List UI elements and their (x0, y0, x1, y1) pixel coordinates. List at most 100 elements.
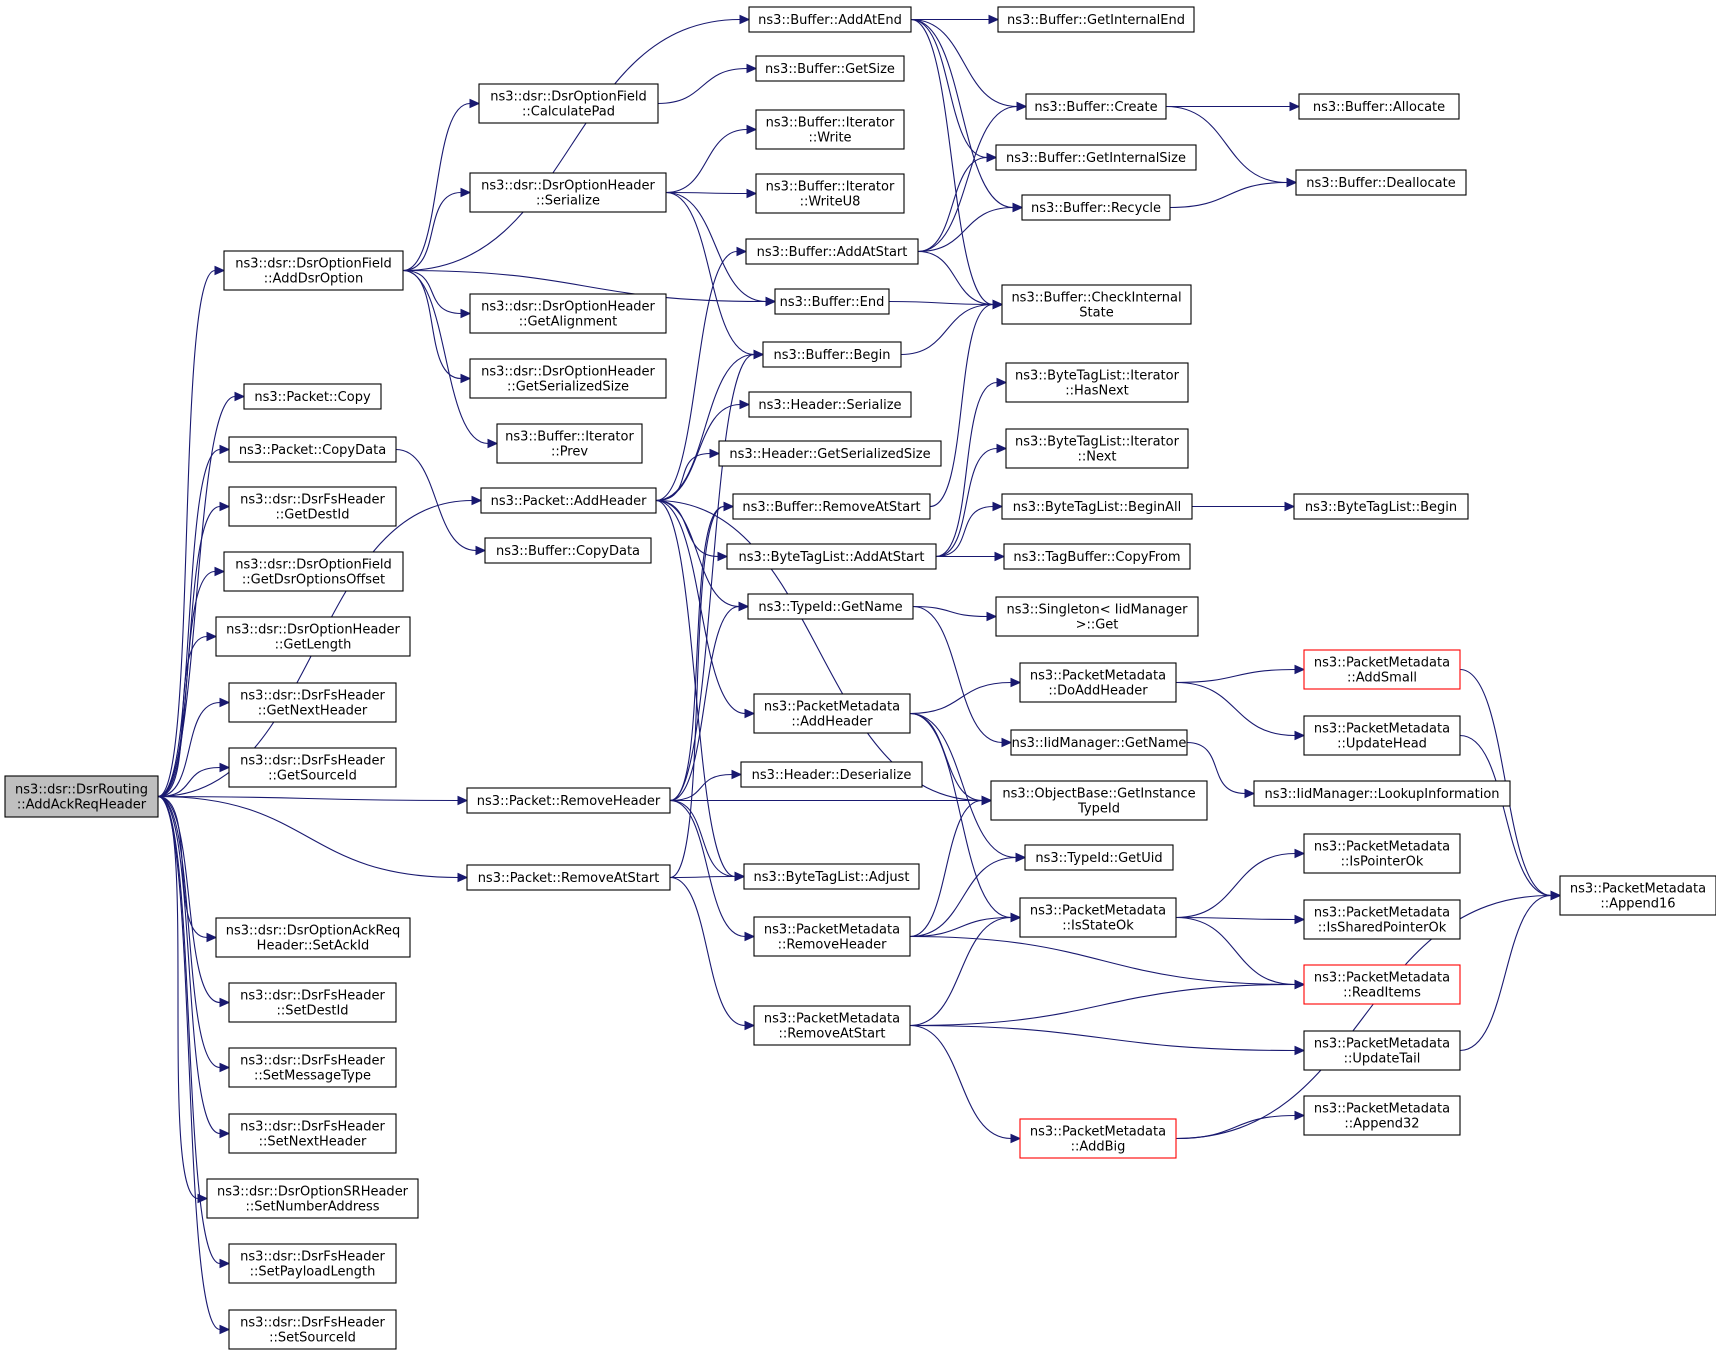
node-label-line: ::WriteU8 (800, 195, 861, 210)
node-pm-update-head[interactable]: ns3::PacketMetadata::UpdateHead (1303, 715, 1461, 756)
node-pm-add-header[interactable]: ns3::PacketMetadata::AddHeader (753, 693, 911, 734)
node-opt-get-serialized-size[interactable]: ns3::dsr::DsrOptionHeader::GetSerialized… (469, 358, 667, 399)
node-pm-is-pointer-ok[interactable]: ns3::PacketMetadata::IsPointerOk (1303, 833, 1461, 874)
edge-pm-do-add-header-to-pm-add-small (1175, 664, 1306, 684)
node-pkt-copy-data[interactable]: ns3::Packet::CopyData (228, 436, 397, 463)
node-pm-append16[interactable]: ns3::PacketMetadata::Append16 (1559, 875, 1716, 916)
edge-arrowhead (744, 1020, 756, 1031)
node-fs-set-dest-id[interactable]: ns3::dsr::DsrFsHeader::SetDestId (228, 982, 397, 1023)
node-iid-get-name[interactable]: ns3::IidManager::GetName (1010, 729, 1188, 756)
node-fs-get-source-id[interactable]: ns3::dsr::DsrFsHeader::GetSourceId (228, 747, 397, 788)
edge-arrowhead (734, 871, 746, 882)
node-tag-buf-copy-from[interactable]: ns3::TagBuffer::CopyFrom (1003, 543, 1191, 570)
node-set-ack-id[interactable]: ns3::dsr::DsrOptionAckReqHeader::SetAckI… (215, 917, 411, 958)
node-label-line: ::AddBig (1071, 1140, 1126, 1155)
edge-arrowhead (206, 932, 218, 943)
edge-arrowhead (739, 14, 751, 25)
node-calculate-pad[interactable]: ns3::dsr::DsrOptionField::CalculatePad (478, 83, 659, 124)
node-fs-set-source-id[interactable]: ns3::dsr::DsrFsHeader::SetSourceId (228, 1309, 397, 1350)
node-box (1019, 897, 1177, 938)
edge-arrowhead (206, 631, 218, 642)
edge-pm-is-state-ok-to-pm-is-shared-pointer-ok (1175, 914, 1306, 925)
node-pm-remove-header[interactable]: ns3::PacketMetadata::RemoveHeader (753, 916, 911, 957)
node-pm-append32[interactable]: ns3::PacketMetadata::Append32 (1303, 1095, 1461, 1136)
node-pm-is-state-ok[interactable]: ns3::PacketMetadata::IsStateOk (1019, 897, 1177, 938)
node-type-get-name[interactable]: ns3::TypeId::GetName (747, 593, 914, 620)
node-fs-set-payload-length[interactable]: ns3::dsr::DsrFsHeader::SetPayloadLength (228, 1243, 397, 1284)
node-pkt-remove-header[interactable]: ns3::Packet::RemoveHeader (466, 787, 671, 814)
node-pm-read-items[interactable]: ns3::PacketMetadata::ReadItems (1303, 964, 1461, 1005)
node-pm-add-big[interactable]: ns3::PacketMetadata::AddBig (1019, 1118, 1177, 1159)
node-buf-get-internal-end[interactable]: ns3::Buffer::GetInternalEnd (997, 6, 1195, 33)
node-pm-update-tail[interactable]: ns3::PacketMetadata::UpdateTail (1303, 1030, 1461, 1071)
edge-arrowhead (986, 611, 998, 622)
node-pkt-copy[interactable]: ns3::Packet::Copy (243, 383, 382, 410)
node-box (774, 288, 890, 315)
node-buf-get-internal-size[interactable]: ns3::Buffer::GetInternalSize (995, 144, 1197, 171)
node-iid-lookup-information[interactable]: ns3::IidManager::LookupInformation (1253, 780, 1511, 807)
node-label-line: ns3::Buffer::CopyData (496, 544, 640, 559)
node-pm-remove-at-start[interactable]: ns3::PacketMetadata::RemoveAtStart (753, 1005, 911, 1046)
node-btl-it-next[interactable]: ns3::ByteTagList::Iterator::Next (1005, 428, 1189, 469)
node-pkt-remove-at-start[interactable]: ns3::Packet::RemoveAtStart (466, 864, 671, 891)
edge-arrowhead (219, 1258, 231, 1269)
edge-calculate-pad-to-buf-get-size (657, 63, 758, 105)
node-label-line: ::AddAckReqHeader (17, 798, 147, 813)
node-root[interactable]: ns3::dsr::DsrRouting::AddAckReqHeader (4, 775, 159, 818)
edge-arrowhead (1010, 677, 1022, 688)
edge-pm-remove-header-to-type-get-uid (909, 852, 1027, 938)
node-hdr-get-serialized-size[interactable]: ns3::Header::GetSerializedSize (718, 440, 942, 467)
node-hdr-serialize[interactable]: ns3::Header::Serialize (748, 391, 912, 418)
edge-btl-add-at-start-to-btl-it-has-next (935, 377, 1008, 558)
node-btl-adjust[interactable]: ns3::ByteTagList::Adjust (743, 863, 920, 890)
node-singleton-get[interactable]: ns3::Singleton< IidManager>::Get (995, 596, 1199, 637)
node-fs-get-next-header[interactable]: ns3::dsr::DsrFsHeader::GetNextHeader (228, 682, 397, 723)
edge-arrowhead (738, 601, 750, 612)
edge-pm-remove-header-to-pm-is-state-ok (909, 912, 1022, 938)
node-opt-get-alignment[interactable]: ns3::dsr::DsrOptionHeader::GetAlignment (469, 293, 667, 334)
node-fs-set-message-type[interactable]: ns3::dsr::DsrFsHeader::SetMessageType (228, 1047, 397, 1088)
node-sr-set-number-address[interactable]: ns3::dsr::DsrOptionSRHeader::SetNumberAd… (206, 1178, 419, 1219)
node-pkt-add-header[interactable]: ns3::Packet::AddHeader (480, 487, 657, 514)
node-add-dsr-option[interactable]: ns3::dsr::DsrOptionField::AddDsrOption (223, 250, 404, 291)
node-opt-serialize[interactable]: ns3::dsr::DsrOptionHeader::Serialize (469, 172, 667, 213)
node-fs-set-next-header[interactable]: ns3::dsr::DsrFsHeader::SetNextHeader (228, 1113, 397, 1154)
node-buf-copy-data[interactable]: ns3::Buffer::CopyData (484, 537, 652, 564)
node-btl-begin[interactable]: ns3::ByteTagList::Begin (1293, 493, 1469, 520)
node-pm-do-add-header[interactable]: ns3::PacketMetadata::DoAddHeader (1019, 662, 1177, 703)
node-label-line: ::DoAddHeader (1048, 684, 1148, 699)
node-it-write[interactable]: ns3::Buffer::Iterator::Write (755, 109, 905, 150)
node-box (990, 780, 1208, 821)
node-buf-remove-at-start[interactable]: ns3::Buffer::RemoveAtStart (732, 493, 931, 520)
node-pm-is-shared-pointer-ok[interactable]: ns3::PacketMetadata::IsSharedPointerOk (1303, 899, 1461, 940)
node-it-prev[interactable]: ns3::Buffer::Iterator::Prev (496, 423, 643, 464)
edge-btl-add-at-start-to-btl-begin-all (935, 501, 1004, 558)
node-fs-get-dest-id[interactable]: ns3::dsr::DsrFsHeader::GetDestId (228, 486, 397, 527)
edge-arrowhead (219, 1062, 231, 1073)
node-btl-begin-all[interactable]: ns3::ByteTagList::BeginAll (1001, 493, 1193, 520)
node-buf-allocate[interactable]: ns3::Buffer::Allocate (1298, 93, 1460, 120)
node-buf-add-at-start[interactable]: ns3::Buffer::AddAtStart (745, 238, 919, 265)
node-buf-get-size[interactable]: ns3::Buffer::GetSize (755, 55, 905, 82)
node-btl-add-at-start[interactable]: ns3::ByteTagList::AddAtStart (726, 543, 937, 570)
node-buf-begin[interactable]: ns3::Buffer::Begin (762, 341, 902, 368)
edge-arrowhead (214, 265, 226, 276)
node-it-write-u8[interactable]: ns3::Buffer::Iterator::WriteU8 (755, 173, 905, 214)
node-buf-recycle[interactable]: ns3::Buffer::Recycle (1021, 194, 1171, 221)
node-get-dsr-options-offset[interactable]: ns3::dsr::DsrOptionField::GetDsrOptionsO… (223, 551, 404, 592)
node-label-line: ns3::dsr::DsrOptionHeader (481, 365, 655, 380)
node-buf-deallocate[interactable]: ns3::Buffer::Deallocate (1295, 169, 1467, 196)
node-label-line: ::ReadItems (1343, 986, 1421, 1001)
node-opt-get-length[interactable]: ns3::dsr::DsrOptionHeader::GetLength (215, 616, 411, 657)
node-buf-end[interactable]: ns3::Buffer::End (774, 288, 890, 315)
node-box (1025, 93, 1167, 120)
node-buf-add-at-end[interactable]: ns3::Buffer::AddAtEnd (748, 6, 912, 33)
node-label-line: ns3::dsr::DsrFsHeader (240, 1120, 385, 1135)
node-pm-add-small[interactable]: ns3::PacketMetadata::AddSmall (1303, 649, 1461, 690)
node-btl-it-has-next[interactable]: ns3::ByteTagList::Iterator::HasNext (1005, 362, 1189, 403)
node-hdr-deserialize[interactable]: ns3::Header::Deserialize (740, 761, 923, 788)
node-buf-create[interactable]: ns3::Buffer::Create (1025, 93, 1167, 120)
node-type-get-uid[interactable]: ns3::TypeId::GetUid (1024, 844, 1174, 871)
